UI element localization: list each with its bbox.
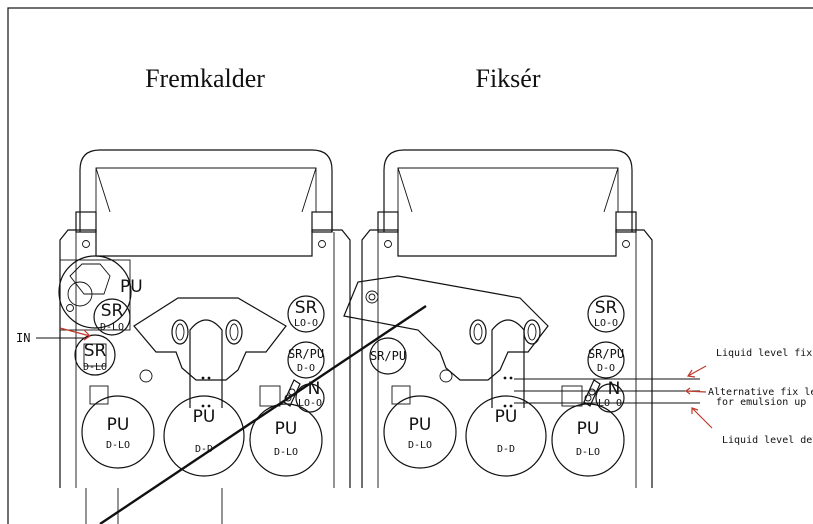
alt-fix-label-2: for emulsion up [716, 397, 806, 408]
left-sr-pu-right-roller [287, 341, 325, 379]
right-pu-3-sublabel: D-LO [576, 447, 600, 458]
right-pu-3-roller [551, 403, 625, 477]
left-sr-pu-right-label: SR/PU [288, 347, 324, 361]
left-pu-3-sublabel: D-LO [274, 447, 298, 458]
left-pu-top-label: PU [120, 277, 143, 297]
right-sr-pu-right-label: SR/PU [588, 347, 624, 361]
left-sr-top-label: SR [101, 301, 124, 321]
level-annotations: Liquid level fix Alternative fix lev for… [514, 348, 813, 446]
left-pu-1-sublabel: D-LO [106, 440, 130, 451]
right-sr-pu-right-roller [587, 341, 625, 379]
right-pu-2-sublabel: D-D [497, 444, 515, 455]
right-sr-right-top-roller [587, 295, 625, 333]
alt-fix-label-1: Alternative fix lev [708, 387, 813, 398]
right-handle [383, 149, 633, 232]
right-pu-1-sublabel: D-LO [408, 440, 432, 451]
left-sr-mid-sublabel: D-LO [83, 362, 107, 373]
level-fix-arrow [686, 365, 707, 378]
left-sr-top-roller [93, 298, 131, 336]
left-pu-3-roller [249, 403, 323, 477]
left-sr-mid-roller [74, 334, 116, 376]
liquid-level-dev-label: Liquid level dev [722, 435, 813, 446]
left-handle [79, 149, 333, 232]
left-pu-3-label: PU [275, 419, 298, 439]
left-pu-2-roller [163, 395, 245, 477]
right-tank: SR/PU SR LO-O SR/PU D-O N LO-O PU D-LO P… [343, 149, 653, 488]
liquid-level-fix-label: Liquid level fix [716, 348, 812, 359]
right-sr-right-top-sublabel: LO-O [594, 318, 618, 329]
right-n-label: N [608, 379, 621, 399]
title-fixer: Fiksér [476, 64, 541, 93]
left-sr-right-top-label: SR [295, 298, 318, 318]
left-pu-1-roller [81, 395, 155, 469]
left-n-sublabel: LO-O [298, 398, 322, 409]
right-sr-pu-left-label: SR/PU [370, 349, 406, 363]
right-sr-right-top-label: SR [595, 298, 618, 318]
alt-fix-arrow [685, 387, 707, 395]
title-developer: Fremkalder [145, 64, 265, 93]
left-sr-top-sublabel: D-LO [100, 322, 124, 333]
in-label: IN [16, 331, 30, 345]
left-sr-right-top-sublabel: LO-O [294, 318, 318, 329]
left-sr-mid-label: SR [84, 341, 107, 361]
right-pu-1-label: PU [409, 415, 432, 435]
level-dev-arrow [691, 407, 713, 429]
diagram-frame [7, 7, 813, 524]
right-pu-2-label: PU [495, 407, 518, 427]
left-pu-2-label: PU [193, 407, 216, 427]
left-sr-right-top-roller [287, 295, 325, 333]
left-pu-2-sublabel: D-D [195, 444, 213, 455]
right-sr-pu-left-roller [369, 337, 407, 375]
left-pu-1-label: PU [107, 415, 130, 435]
right-pu-2-roller [465, 395, 547, 477]
left-tank: PU SR D-LO SR D-LO IN SR LO-O SR/PU D-O … [16, 149, 351, 488]
right-pu-3-label: PU [577, 419, 600, 439]
left-sr-pu-right-sublabel: D-O [297, 363, 315, 374]
right-sr-pu-right-sublabel: D-O [597, 363, 615, 374]
right-pu-1-roller [383, 395, 457, 469]
left-pu-top-roller [58, 255, 132, 329]
right-n-sublabel: LO-O [598, 398, 622, 409]
diagonal-strike-line [99, 305, 427, 524]
